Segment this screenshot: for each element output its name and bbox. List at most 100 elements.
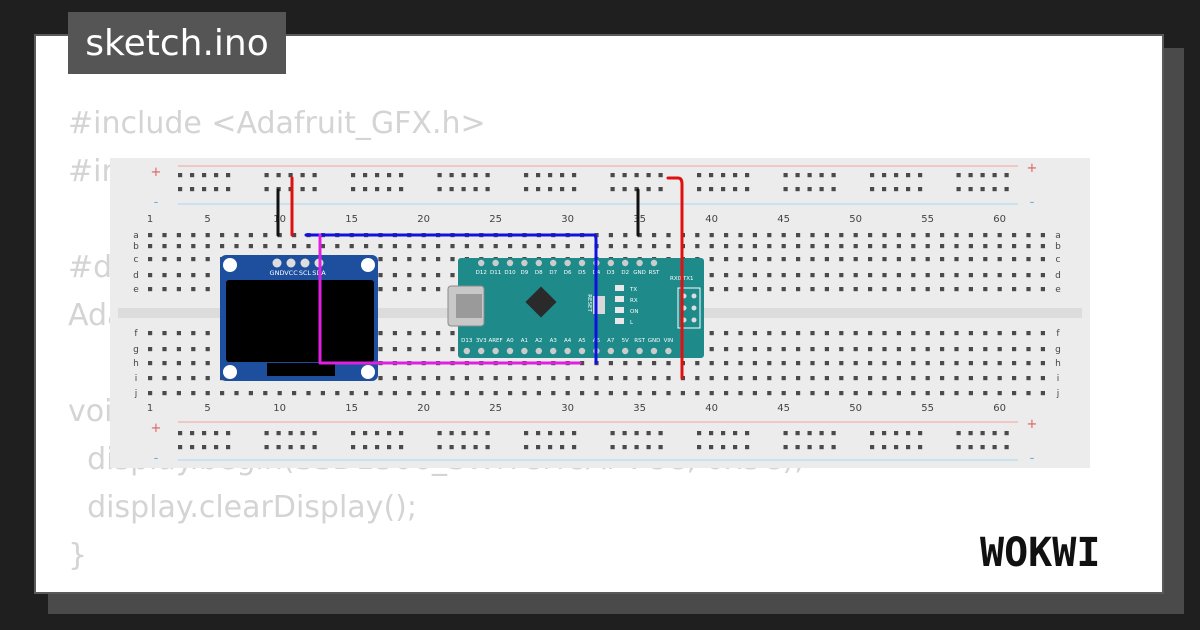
- breadboard-hole: [1012, 244, 1017, 249]
- breadboard-hole: [810, 361, 815, 366]
- nano-bottom-pin-label: 5V: [622, 338, 629, 344]
- rail-hole: [560, 187, 565, 192]
- breadboard-hole: [954, 376, 959, 381]
- rail-hole: [721, 431, 726, 436]
- rail-hole: [202, 445, 207, 450]
- breadboard-hole: [220, 233, 225, 238]
- rail-hole: [190, 173, 195, 178]
- rail-hole: [870, 187, 875, 192]
- row-label: g: [133, 345, 139, 355]
- breadboard-hole: [508, 376, 513, 381]
- breadboard-hole: [781, 273, 786, 278]
- breadboard-hole: [853, 244, 858, 249]
- breadboard-hole: [709, 391, 714, 396]
- breadboard-hole: [767, 287, 772, 292]
- rail-hole: [572, 173, 577, 178]
- nano-led-label: ON: [630, 309, 638, 315]
- rail-hole: [658, 187, 663, 192]
- breadboard-hole: [752, 347, 757, 352]
- rail-hole: [461, 187, 466, 192]
- breadboard-hole: [536, 376, 541, 381]
- breadboard-hole: [623, 244, 628, 249]
- rail-hole: [894, 445, 899, 450]
- breadboard-hole: [853, 391, 858, 396]
- breadboard-hole: [940, 376, 945, 381]
- row-label: g: [1055, 345, 1061, 355]
- nano-bottom-pin-label: A3: [550, 338, 558, 344]
- breadboard-hole: [824, 257, 829, 262]
- breadboard-hole: [205, 391, 210, 396]
- rail-hole: [548, 173, 553, 178]
- breadboard-hole: [983, 273, 988, 278]
- breadboard-hole: [896, 273, 901, 278]
- breadboard-hole: [695, 244, 700, 249]
- breadboard-hole: [349, 391, 354, 396]
- breadboard-hole: [709, 233, 714, 238]
- breadboard-hole: [839, 257, 844, 262]
- nano-top-pin-label: RST: [649, 270, 660, 276]
- breadboard-hole: [436, 257, 441, 262]
- nano-top-pin-label: D2: [621, 270, 629, 276]
- breadboard-hole: [940, 257, 945, 262]
- rail-hole: [733, 431, 738, 436]
- breadboard-hole: [407, 391, 412, 396]
- breadboard-hole: [277, 233, 282, 238]
- rail-hole: [894, 431, 899, 436]
- breadboard-hole: [1040, 361, 1045, 366]
- breadboard-hole: [839, 273, 844, 278]
- wire-scl: [318, 233, 582, 365]
- breadboard-hole: [1012, 233, 1017, 238]
- rail-hole: [882, 173, 887, 178]
- rail-hole: [918, 431, 923, 436]
- nano-bottom-pin: [463, 347, 470, 355]
- breadboard-hole: [551, 244, 556, 249]
- breadboard-hole: [896, 376, 901, 381]
- rail-hole: [819, 173, 824, 178]
- breadboard-hole: [306, 244, 311, 249]
- row-label: f: [134, 329, 138, 339]
- nano-top-pin: [578, 259, 586, 267]
- breadboard-hole: [752, 391, 757, 396]
- rail-hole: [831, 173, 836, 178]
- rail-hole: [819, 445, 824, 450]
- rail-hole: [980, 445, 985, 450]
- wire-vin-right: [666, 176, 684, 380]
- nano-led-label: RX: [630, 298, 638, 304]
- usb-port: [456, 294, 482, 318]
- rail-hole: [658, 445, 663, 450]
- breadboard-hole: [335, 244, 340, 249]
- breadboard-hole: [580, 391, 585, 396]
- file-tab[interactable]: sketch.ino: [68, 12, 286, 74]
- rail-hole: [980, 431, 985, 436]
- rail-hole: [485, 173, 490, 178]
- breadboard-hole: [1040, 391, 1045, 396]
- rail-hole: [918, 187, 923, 192]
- breadboard-hole: [695, 361, 700, 366]
- breadboard-hole: [983, 376, 988, 381]
- breadboard-hole: [392, 347, 397, 352]
- nano-top-pin-label: D12: [476, 270, 487, 276]
- breadboard-hole: [882, 233, 887, 238]
- rail-hole: [461, 173, 466, 178]
- breadboard-hole: [364, 391, 369, 396]
- rail-hole: [894, 173, 899, 178]
- column-number: 1: [147, 403, 153, 414]
- nano-top-pin: [521, 259, 528, 267]
- rail-hole: [524, 187, 529, 192]
- breadboard-hole: [911, 331, 916, 336]
- rail-hole: [646, 173, 651, 178]
- breadboard-hole: [868, 391, 873, 396]
- rail-hole: [264, 187, 269, 192]
- breadboard-hole: [896, 361, 901, 366]
- breadboard-hole: [493, 391, 498, 396]
- breadboard-hole: [450, 244, 455, 249]
- breadboard-hole: [436, 331, 441, 336]
- breadboard-hole: [709, 257, 714, 262]
- rail-hole: [819, 187, 824, 192]
- breadboard-hole: [940, 331, 945, 336]
- breadboard-hole: [839, 361, 844, 366]
- nano-top-pin: [478, 259, 485, 267]
- rail-hole: [312, 445, 317, 450]
- breadboard-hole: [637, 361, 642, 366]
